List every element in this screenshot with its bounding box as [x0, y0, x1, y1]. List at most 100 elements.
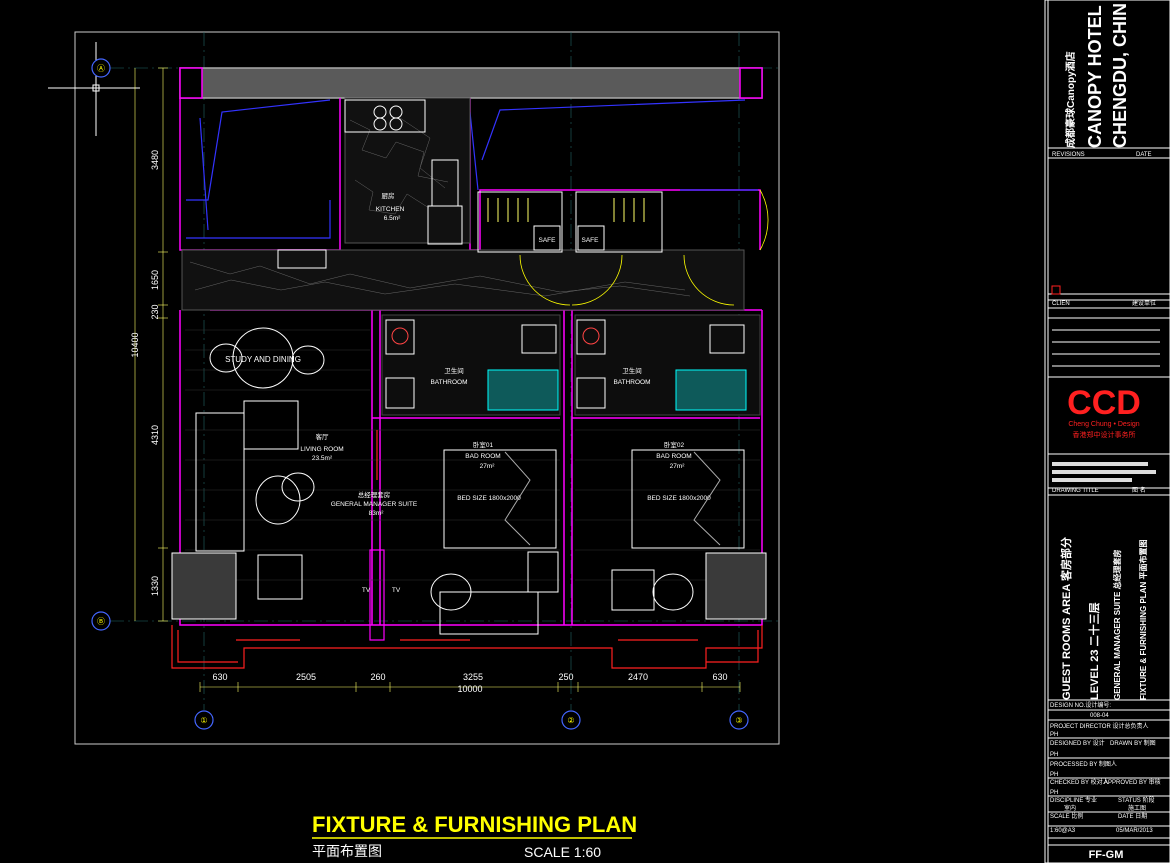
- svg-text:①: ①: [200, 716, 207, 725]
- logo-subtitle: Cheng Chung • Design: [1068, 421, 1139, 428]
- living-cn-label: 客厅: [316, 432, 330, 441]
- bed1-size-label: BED SIZE 1800x2000: [457, 495, 521, 502]
- tb-plan: FIXTURE & FURNISHING PLAN 平面布置图: [1138, 540, 1148, 700]
- tv1-label: TV: [362, 587, 371, 594]
- processed-by-label: PROCESSED BY 制图人: [1050, 760, 1117, 768]
- dimension-lines: [134, 67, 741, 692]
- project-director-label: PROJECT DIRECTOR 设计总负责人: [1050, 722, 1148, 730]
- balcony-railing: [171, 625, 763, 669]
- ph-label-4: PH: [1050, 790, 1058, 796]
- drawing-title-label: DRAWING TITLE: [1052, 488, 1099, 494]
- kitchen-area-label: 6.5m²: [384, 215, 401, 222]
- beds: [443, 449, 745, 549]
- drawing-title-cn-label: 图 名: [1132, 486, 1146, 494]
- svg-text:②: ②: [567, 716, 574, 725]
- living-en-label: LIVING ROOM: [300, 446, 343, 453]
- dim-bottom-5: 2470: [628, 672, 648, 682]
- plan-title-cn: 平面布置图: [312, 843, 382, 859]
- suite-en-label: GENERAL MANAGER SUITE: [331, 501, 418, 508]
- design-no-value: 008-04: [1090, 713, 1109, 719]
- door-swings: [519, 189, 769, 306]
- project-cn: 成都豪球Canopy酒店: [1064, 51, 1077, 148]
- suite-area-label: 83m²: [369, 510, 385, 517]
- bed1-cn-label: 卧室01: [473, 440, 494, 449]
- designed-by-label: DESIGNED BY 设计: [1050, 739, 1105, 747]
- dim-bottom-2: 260: [370, 672, 385, 682]
- project-en-2: CHENGDU, CHIN: [1110, 3, 1130, 148]
- dimension-text-left: 3480 1650 230 4310 1330 10400: [130, 150, 160, 596]
- study-label: STUDY AND DINING: [225, 355, 301, 364]
- bath2-cn-label: 卫生间: [622, 366, 642, 375]
- dining-table: [209, 327, 325, 389]
- crosshair-cursor-icon: [48, 42, 140, 136]
- dim-bottom-3: 3255: [463, 672, 483, 682]
- title-block-project: 成都豪球Canopy酒店 CANOPY HOTEL CHENGDU, CHIN: [1064, 3, 1130, 148]
- logo-text: CCD: [1067, 384, 1141, 422]
- kitchen-cn-label: 厨房: [382, 191, 395, 200]
- bath2-en-label: BATHROOM: [613, 379, 650, 386]
- drawn-by-label: DRAWN BY 制图: [1110, 739, 1156, 747]
- dim-bottom-6: 630: [712, 672, 727, 682]
- tb-suite: GENERAL MANAGER SUITE 总经理套房: [1112, 549, 1122, 700]
- safe2-label: SAFE: [582, 237, 600, 244]
- svg-text:③: ③: [735, 716, 742, 725]
- dim-left-total: 10400: [130, 332, 140, 357]
- ccd-logo: CCD Cheng Chung • Design 香港郑中设计事务所: [1067, 384, 1141, 439]
- scale-value: 1:60@A3: [1050, 828, 1076, 834]
- discipline-value: 室内: [1064, 804, 1076, 812]
- safe1-label: SAFE: [539, 237, 557, 244]
- warning-icon: [1051, 285, 1061, 295]
- living-area-label: 23.5m²: [312, 455, 333, 462]
- plan-title: FIXTURE & FURNISHING PLAN: [312, 812, 637, 837]
- drawing-title: FIXTURE & FURNISHING PLAN 平面布置图 SCALE 1:…: [312, 812, 637, 860]
- kitchen-fixtures: [277, 99, 463, 269]
- status-value: 施工图: [1128, 804, 1146, 812]
- bathroom-fixtures: [385, 319, 745, 409]
- logo-cn: 香港郑中设计事务所: [1073, 430, 1136, 439]
- bath1-cn-label: 卫生间: [444, 366, 464, 375]
- bath1-en-label: BATHROOM: [430, 379, 467, 386]
- date-label-2: DATE 日期: [1118, 812, 1147, 820]
- dim-bottom-total: 10000: [457, 684, 482, 694]
- client-cn-label: 建设单位: [1132, 299, 1156, 307]
- dimension-text-bottom: 630 2505 260 3255 250 2470 630 10000: [212, 672, 727, 694]
- project-en-1: CANOPY HOTEL: [1085, 5, 1105, 148]
- planters: [171, 552, 767, 620]
- redacted-bars: [1052, 462, 1156, 482]
- ph-label-2: PH: [1050, 752, 1058, 758]
- suite-cn-label: 总经理套房: [358, 490, 391, 499]
- dim-bottom-0: 630: [212, 672, 227, 682]
- drawing-title-block: GUEST ROOMS AREA 客房部分 LEVEL 23 二十三层 GENE…: [1059, 537, 1148, 700]
- bed2-area-label: 27m²: [670, 463, 686, 470]
- bed2-en-label: BAD ROOM: [656, 453, 691, 460]
- dim-left-0: 3480: [150, 150, 160, 170]
- checked-by-label: CHECKED BY 校对人: [1050, 778, 1109, 786]
- title-block: [1044, 0, 1170, 863]
- title-block-labels: REVISIONS DATE CLIEN 建设单位 DRAWING TITLE …: [1050, 152, 1161, 834]
- design-no-label: DESIGN NO.设计编号:: [1050, 701, 1111, 709]
- tv2-label: TV: [392, 587, 401, 594]
- dim-left-2: 230: [150, 304, 160, 319]
- dim-left-3: 4310: [150, 425, 160, 445]
- kitchen-en-label: KITCHEN: [376, 206, 405, 213]
- bed2-size-label: BED SIZE 1800x2000: [647, 495, 711, 502]
- sheet-number: FF-GM: [1089, 849, 1124, 861]
- wardrobes: [477, 191, 663, 253]
- living-furniture: [195, 400, 694, 635]
- grid-bubbles: [91, 58, 749, 730]
- plan-scale: SCALE 1:60: [524, 844, 601, 860]
- client-label: CLIEN: [1052, 301, 1070, 307]
- approved-by-label: APPROVED BY 审核: [1104, 778, 1161, 786]
- window-glazing: [186, 99, 758, 239]
- svg-text:Ⓐ: Ⓐ: [97, 64, 105, 73]
- tv-units: [369, 430, 385, 641]
- bed2-cn-label: 卧室02: [664, 440, 685, 449]
- dim-left-1: 1650: [150, 270, 160, 290]
- dim-bottom-4: 250: [558, 672, 573, 682]
- discipline-label: DISCIPLINE 专业: [1050, 796, 1097, 804]
- room-labels: 厨房 KITCHEN 6.5m² STUDY AND DINING 客厅 LIV…: [225, 191, 711, 594]
- date-value: 05/MAR/2013: [1116, 828, 1153, 834]
- tb-area: GUEST ROOMS AREA 客房部分: [1059, 537, 1073, 700]
